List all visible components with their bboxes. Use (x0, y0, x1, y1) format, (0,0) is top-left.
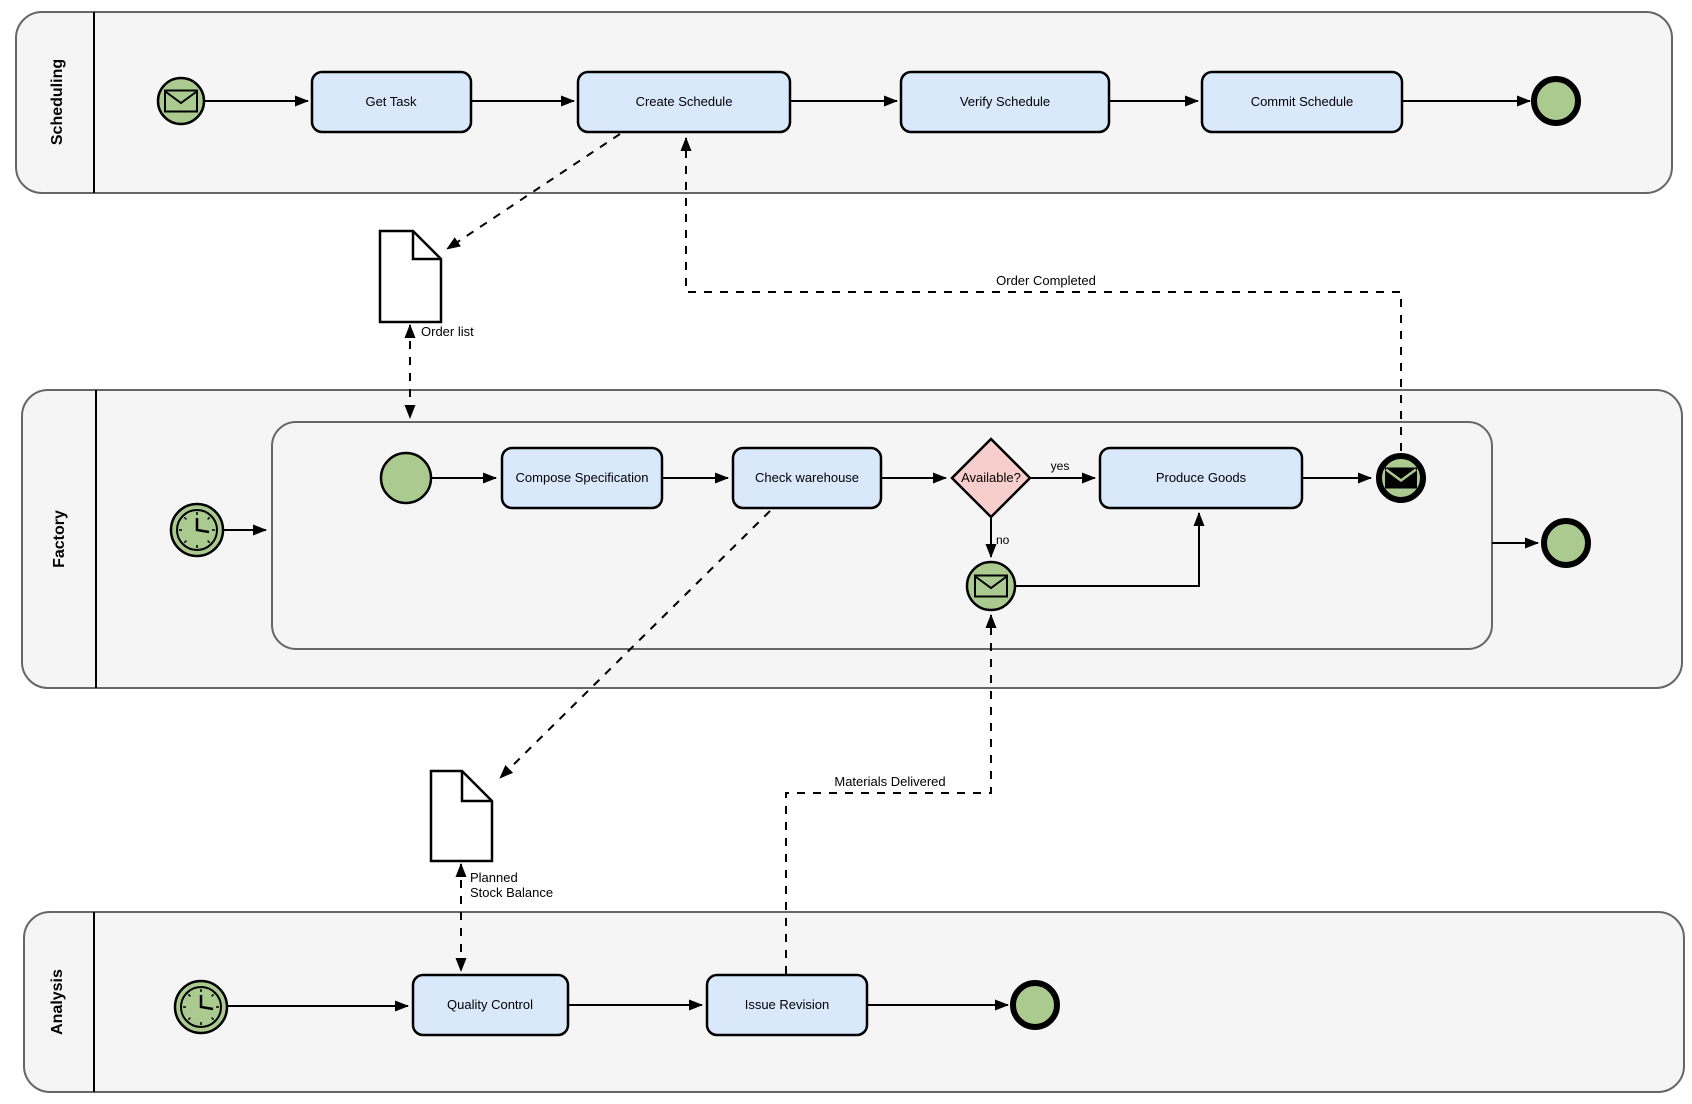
timer-start-event-analysis[interactable] (173, 979, 229, 1035)
document-fold (411, 231, 441, 261)
task-get-task[interactable]: Get Task (310, 70, 473, 134)
data-object-order-list-label: Order list (421, 324, 474, 339)
end-event-analysis[interactable] (1010, 980, 1060, 1030)
message-flow-materials-delivered: Materials Delivered (785, 614, 997, 974)
task-check-warehouse[interactable]: Check warehouse (731, 446, 883, 510)
document-fold (460, 771, 492, 803)
end-event-factory[interactable] (1541, 518, 1591, 568)
task-create-schedule-label: Create Schedule (636, 94, 733, 109)
task-compose-specification[interactable]: Compose Specification (500, 446, 664, 510)
data-object-planned-stock-balance[interactable]: Planned Stock Balance (429, 769, 553, 900)
task-issue-revision-label: Issue Revision (745, 997, 830, 1012)
task-quality-control[interactable]: Quality Control (411, 973, 570, 1037)
task-produce-goods[interactable]: Produce Goods (1098, 446, 1304, 510)
data-object-order-list[interactable]: Order list (378, 229, 474, 339)
pool-scheduling: Scheduling (15, 11, 1673, 194)
envelope-icon (164, 89, 198, 113)
task-produce-goods-label: Produce Goods (1156, 470, 1247, 485)
gateway-available[interactable]: Available? (950, 437, 1032, 519)
task-issue-revision[interactable]: Issue Revision (705, 973, 869, 1037)
lane-label-scheduling: Scheduling (49, 59, 66, 145)
data-object-psb-label-line2: Stock Balance (470, 885, 553, 900)
start-event-factory-subprocess[interactable] (379, 451, 433, 505)
data-object-psb-label-line1: Planned (470, 870, 518, 885)
clock-icon (179, 512, 215, 548)
document-icon (378, 229, 443, 324)
message-flow-order-completed: Order Completed (680, 137, 1402, 451)
message-end-event-factory[interactable] (1376, 453, 1426, 503)
task-quality-control-label: Quality Control (447, 997, 533, 1012)
message-flow-order-completed-label: Order Completed (996, 273, 1096, 288)
end-event-scheduling[interactable] (1531, 76, 1581, 126)
timer-start-event-factory[interactable] (169, 502, 225, 558)
lane-label-analysis: Analysis (49, 969, 66, 1035)
task-commit-schedule[interactable]: Commit Schedule (1200, 70, 1404, 134)
lane-label-factory: Factory (51, 510, 68, 568)
message-start-event-scheduling[interactable] (156, 76, 206, 126)
gateway-available-label: Available? (961, 470, 1021, 485)
message-flow-materials-delivered-label: Materials Delivered (834, 774, 945, 789)
message-catch-event-factory[interactable] (965, 560, 1017, 612)
pool-scheduling-shape (15, 11, 1673, 194)
task-create-schedule[interactable]: Create Schedule (576, 70, 792, 134)
task-verify-schedule[interactable]: Verify Schedule (899, 70, 1111, 134)
clock-icon (183, 989, 219, 1025)
sequence-flows-factory (431, 472, 1539, 587)
task-verify-schedule-label: Verify Schedule (960, 94, 1050, 109)
association-create-schedule-order-list (446, 133, 621, 250)
document-icon (429, 769, 494, 863)
task-get-task-label: Get Task (365, 94, 417, 109)
envelope-icon (1385, 467, 1417, 489)
task-compose-specification-label: Compose Specification (516, 470, 649, 485)
branch-label-no: no (996, 533, 1010, 547)
task-commit-schedule-label: Commit Schedule (1251, 94, 1354, 109)
envelope-icon (974, 574, 1008, 598)
task-check-warehouse-label: Check warehouse (755, 470, 859, 485)
sequence-flows-analysis (228, 999, 1009, 1012)
branch-label-yes: yes (1051, 459, 1070, 473)
